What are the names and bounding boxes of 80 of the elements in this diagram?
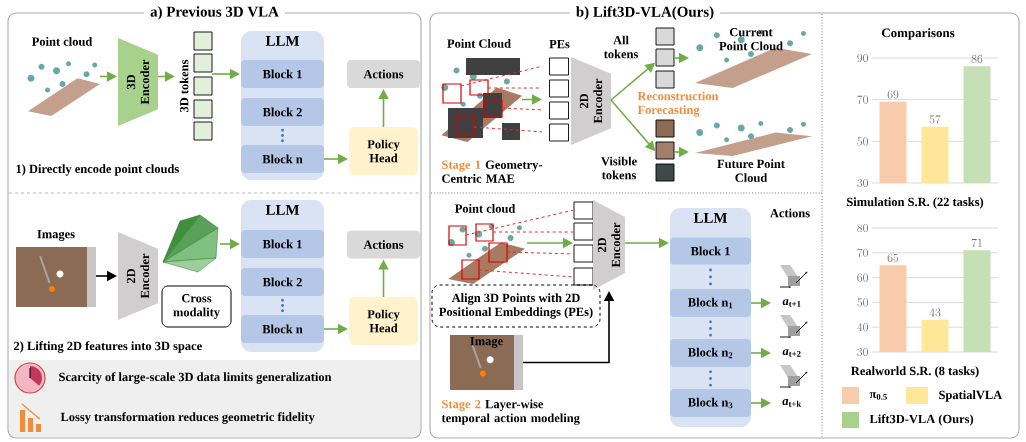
token-column [193, 31, 213, 141]
frustum-drawing [162, 214, 219, 273]
y-tick-label: 30 [857, 178, 868, 188]
token-label: All tokens [603, 35, 638, 59]
data-label: 69 [887, 90, 899, 99]
masked-point-cloud: Point Cloud [441, 39, 522, 142]
y-tick-label: 40 [857, 322, 868, 332]
point-cloud: Point cloud [447, 204, 525, 284]
note-text: Scarcity of large-scale 3D data limits generalization [59, 372, 332, 384]
node-label: Images [37, 230, 75, 241]
y-tick-label: 90 [857, 53, 868, 63]
node-label: Point Cloud [447, 39, 511, 48]
layer-block: Block 2 [241, 268, 324, 296]
chart-title: Comparisons [881, 28, 955, 40]
policy-head-box: Policy Head [349, 297, 418, 345]
y-tick-label: 70 [857, 248, 868, 257]
action-symbol: a$_{t+1}$ [782, 299, 801, 307]
token-column [655, 27, 675, 89]
action-symbol: a$_{t+k}$ [782, 399, 802, 407]
process-label: Reconstruction [637, 91, 719, 101]
encoder-trapezoid: 2D Encoder [118, 232, 158, 320]
data-label: 57 [929, 115, 941, 124]
note-text: Lossy transformation reduces geometric fidelity [60, 412, 315, 424]
token-label: 3D tokens [179, 59, 189, 112]
section-caption: 2) Lifting 2D features into 3D space [14, 341, 202, 353]
data-label: 86 [971, 54, 983, 64]
legend-label: Lift3D-VLA (Ours) [869, 414, 974, 426]
y-tick-label: 70 [857, 95, 868, 104]
point-cloud: Current Point Cloud [694, 28, 812, 88]
section-caption: 1) Directly encode point clouds [16, 164, 179, 176]
point-cloud: Point cloud [27, 37, 100, 116]
dashed-line [501, 107, 543, 111]
photo: Images [16, 230, 96, 307]
layer-block: Block n [241, 315, 324, 343]
data-label: 71 [971, 238, 982, 248]
dashed-box: Align 3D Points with 2D Positional Embeddings (PEs) [431, 284, 601, 328]
node-label: Current [729, 28, 773, 37]
policy-head-box: Policy Head [349, 127, 418, 175]
x-axis-title: Simulation S.R. (22 tasks) [846, 197, 984, 209]
token-label: Visible tokens [601, 156, 637, 180]
process-label: Forecasting [637, 105, 700, 117]
layer-block: Block 1 [241, 60, 324, 88]
y-tick-label: 80 [857, 223, 868, 233]
layer-block: Block 1 [241, 230, 324, 258]
data-label: 65 [887, 253, 899, 262]
column-heading: Actions [770, 208, 810, 218]
point-cloud: Future Point Cloud [694, 121, 812, 182]
layer-block: Block n [241, 145, 324, 173]
data-label: 43 [929, 308, 941, 317]
token-column [573, 201, 594, 286]
token-column [655, 119, 675, 182]
y-tick-label: 50 [857, 137, 868, 146]
dashed-line [478, 269, 574, 278]
x-axis-title: Realworld S.R. (8 tasks) [851, 366, 979, 378]
layer-block: Block 1 [670, 237, 751, 265]
y-tick-label: 60 [857, 273, 868, 282]
layer-block: Block 2 [241, 98, 324, 126]
photo: Image [450, 335, 523, 390]
legend-label: π$_{0.5}$ [869, 392, 887, 400]
layer-block: Block n$_{2}$ [670, 339, 751, 367]
node-label: Point cloud [454, 204, 516, 213]
legend-label: SpatialVLA [939, 390, 1003, 402]
actions-box: Actions [347, 60, 420, 88]
layer-block: Block n$_{3}$ [670, 389, 751, 417]
actions-box: Actions [347, 230, 420, 259]
encoder-trapezoid: 2D Encoder [593, 200, 625, 290]
dashed-line [473, 126, 543, 133]
y-tick-label: 30 [857, 347, 868, 357]
dashed-line [460, 65, 543, 87]
dashed-line [492, 231, 574, 233]
stage-caption: Stage 1 Geometry-Centric MAE [442, 160, 543, 183]
action-symbol: a$_{t+2}$ [782, 349, 801, 357]
node-label: Future Point Cloud [717, 159, 785, 183]
token-column: PEs [549, 40, 570, 142]
node-label: Point cloud [31, 37, 93, 46]
y-tick-label: 50 [857, 298, 868, 307]
rounded-box: Cross modality [161, 285, 232, 328]
encoder-trapezoid: 3D Encoder [118, 38, 158, 126]
node-label: PEs [549, 40, 570, 49]
layer-block: Block n$_{1}$ [670, 289, 751, 317]
